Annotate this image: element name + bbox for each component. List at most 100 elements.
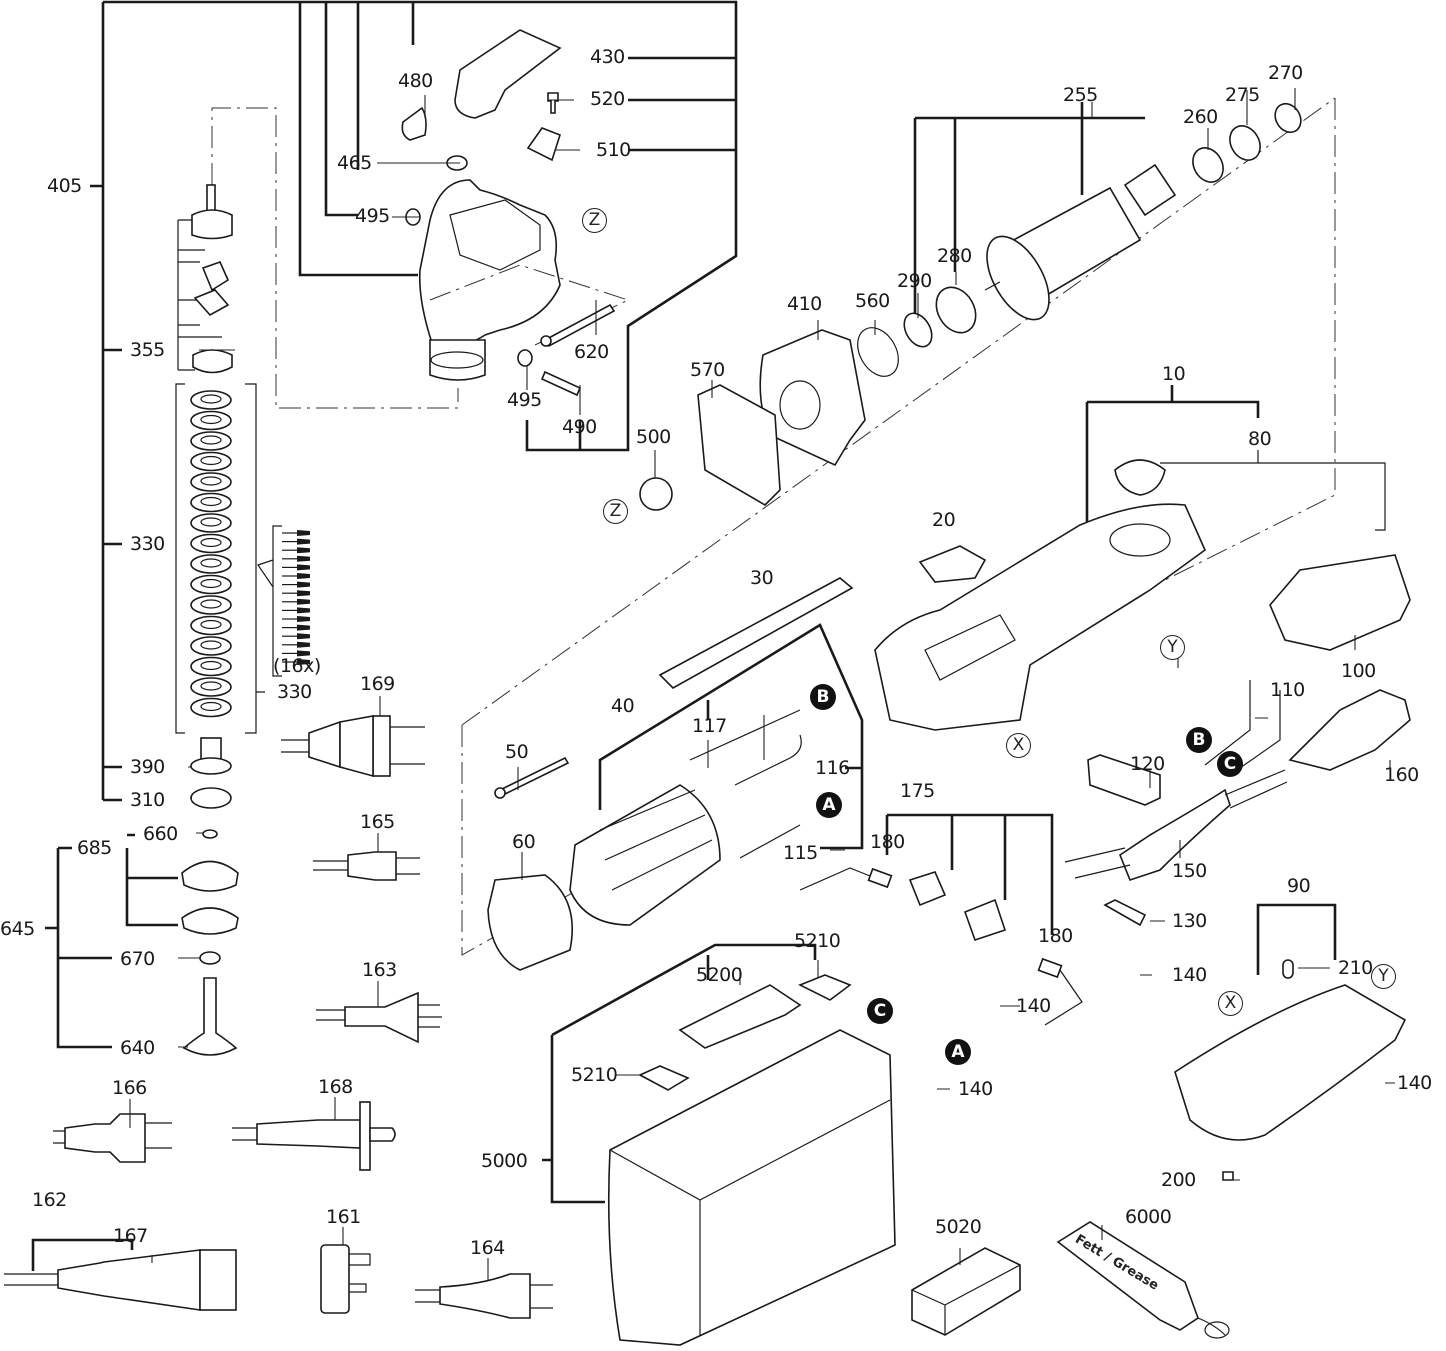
spring-washer [190, 472, 232, 492]
callout-560: 560 [855, 290, 890, 312]
spring-washer [190, 697, 232, 718]
callout-80: 80 [1248, 428, 1272, 450]
spring-washer [190, 554, 232, 574]
callout-100: 100 [1341, 660, 1376, 682]
marker-c-lead: C [1217, 751, 1243, 777]
callout-167: 167 [113, 1225, 148, 1247]
callout-140-cover: 140 [1397, 1072, 1432, 1094]
ring-275 [1229, 125, 1261, 161]
lead-115 [739, 824, 801, 859]
washer-orientation-mark [297, 616, 310, 622]
bracket-405-tree [90, 0, 738, 802]
callout-620: 620 [574, 341, 609, 363]
bearing-280 [935, 286, 977, 334]
bearing-500 [639, 477, 673, 511]
plug-161 [320, 1244, 371, 1314]
leader-lines [129, 88, 1395, 1280]
spring-washer [190, 410, 232, 431]
marker-y-housing: Y [1160, 635, 1185, 660]
callout-280: 280 [937, 245, 972, 267]
handle-cover-90 [1174, 984, 1407, 1141]
spring-washer [190, 390, 232, 410]
callout-390: 390 [130, 756, 165, 778]
callout-465: 465 [337, 152, 372, 174]
callout-162: 162 [32, 1189, 67, 1211]
callout-10: 10 [1162, 363, 1186, 385]
callout-90: 90 [1287, 875, 1311, 897]
callout-50: 50 [505, 741, 529, 763]
callout-260: 260 [1183, 106, 1218, 128]
plug-163 [316, 991, 442, 1044]
callout-5020: 5020 [935, 1216, 982, 1238]
leads-110 [1204, 680, 1281, 776]
callout-660: 660 [143, 823, 178, 845]
callout-495-upper: 495 [355, 205, 390, 227]
spring-washer-hole [200, 599, 222, 609]
spring-washer [190, 492, 232, 513]
armature-255 [984, 163, 1177, 321]
spindle-640 [182, 977, 238, 1056]
callout-140-cable: 140 [1172, 964, 1207, 986]
plug-160 [1288, 689, 1411, 771]
spring-washer-hole [200, 640, 222, 650]
carry-case-5000 [607, 1029, 896, 1346]
spring-washer-stack [190, 390, 232, 718]
fan-baffle-60 [487, 874, 573, 971]
gasket-570 [697, 384, 781, 507]
spring-washer-hole [200, 517, 222, 527]
cam-480 [401, 106, 427, 141]
washer-orientation-mark [297, 650, 310, 657]
spring-washer-hole [200, 455, 222, 466]
power-cable-150 [1064, 769, 1288, 881]
callout-200: 200 [1161, 1169, 1196, 1191]
callout-140-lower: 140 [958, 1078, 993, 1100]
spring-washer-hole [200, 660, 222, 671]
callout-150: 150 [1172, 860, 1207, 882]
washer-orientation-mark [297, 641, 310, 648]
callout-160: 160 [1384, 764, 1419, 786]
washer-orientation-mark [297, 598, 310, 605]
switch-30 [658, 577, 854, 689]
callout-275: 275 [1225, 84, 1260, 106]
pin-210 [1282, 959, 1294, 979]
callout-500: 500 [636, 426, 671, 448]
housing-10 [874, 503, 1206, 731]
spring-washer-hole [200, 619, 222, 630]
callout-330-right: 330 [277, 681, 312, 703]
spring-washer-hole [200, 701, 222, 712]
callout-330-left: 330 [130, 533, 165, 555]
spring-washer-hole [200, 496, 222, 507]
callout-430: 430 [590, 46, 625, 68]
plug-168 [232, 1101, 396, 1171]
brush-holder-left [908, 871, 947, 907]
marker-b-field: B [810, 684, 836, 710]
washer-orientation-mark [297, 573, 310, 579]
washer-orientation-detail [282, 530, 310, 665]
spring-washer [190, 595, 232, 615]
latch-5210b [638, 1065, 690, 1091]
washer-orientation-mark [297, 547, 310, 554]
callout-116: 116 [815, 757, 850, 779]
bearing-260 [1192, 147, 1224, 183]
callout-520: 520 [590, 88, 625, 110]
callout-410: 410 [787, 293, 822, 315]
block-5020 [911, 1247, 1021, 1336]
spring-washer [190, 636, 232, 656]
callout-165: 165 [360, 811, 395, 833]
callout-255: 255 [1063, 84, 1098, 106]
washer-orientation-mark [297, 538, 310, 545]
washer-orientation-mark [297, 659, 310, 665]
carbon-brush-180a [867, 867, 893, 889]
plug-164 [415, 1273, 553, 1319]
callout-270: 270 [1268, 62, 1303, 84]
washer-orientation-mark [297, 581, 310, 588]
strain-relief-120 [1087, 754, 1161, 806]
marker-x-cover: X [1218, 991, 1243, 1016]
marker-y-cover: Y [1371, 964, 1396, 989]
washer-orientation-mark [297, 633, 310, 640]
callout-175: 175 [900, 780, 935, 802]
callout-645: 645 [0, 918, 35, 940]
screw-520 [547, 92, 559, 114]
marker-b-lead: B [1186, 727, 1212, 753]
